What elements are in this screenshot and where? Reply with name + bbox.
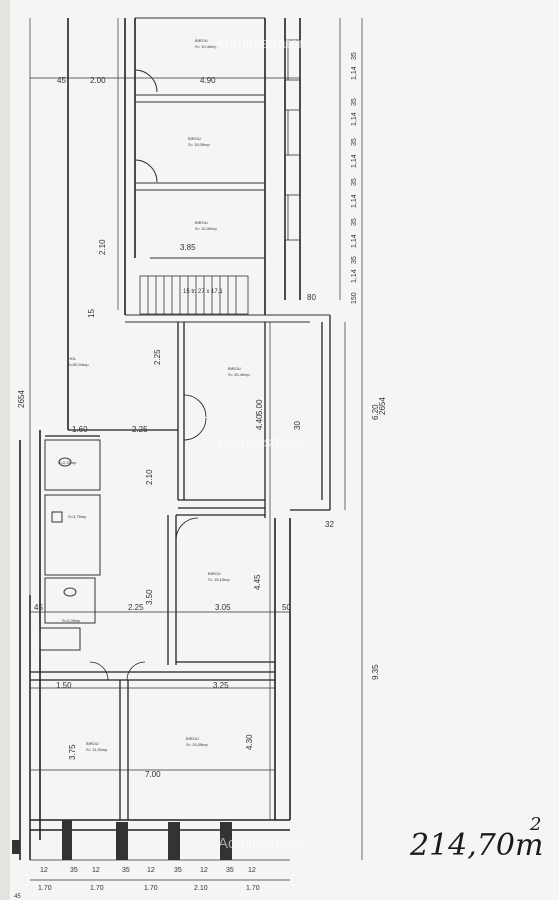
room-dim-label: 45 <box>34 603 43 612</box>
right-dim-label: 35 <box>351 218 358 226</box>
room-dim-label: 2.25 <box>128 603 144 612</box>
bottom-dim-row1: 12 <box>200 867 208 874</box>
watermark-middle: Administrator <box>218 434 306 451</box>
room-label-wc3: S=2,06mp <box>62 618 81 623</box>
right-dim-label: 1,14 <box>351 154 358 168</box>
bottom-dim-row2: 1.70 <box>38 885 52 892</box>
staircase <box>139 275 249 315</box>
bottom-dim-row1: 12 <box>40 867 48 874</box>
right-dim-label: 35 <box>351 98 358 106</box>
room-dim-label: 15 <box>87 309 96 318</box>
right-dim-label: 1,14 <box>351 234 358 248</box>
room-dim-label: 30 <box>293 421 302 430</box>
room-dim-label: 32 <box>325 520 334 529</box>
right-dim-label: 35 <box>351 138 358 146</box>
room-dim-label: 3.50 <box>145 589 154 605</box>
bottom-dim-row2: 1.70 <box>246 885 260 892</box>
watermark-bottom: Administrator <box>218 835 306 852</box>
bottom-dim-row2: 1.70 <box>90 885 104 892</box>
top-dim-w2: 4.90 <box>200 76 216 85</box>
right-dim-label: 35 <box>351 256 358 264</box>
bathrooms <box>39 439 101 651</box>
bottom-dim-row1: 12 <box>147 867 155 874</box>
right-column-dims: 35 1,14 35 1,14 35 1,14 35 1,14 35 1,14 35 1,14 150 <box>351 52 358 304</box>
bottom-dims: 12 35 12 35 12 35 12 35 12 1.70 1.70 1.70 2.10 1.70 <box>38 867 260 892</box>
upper-rooms <box>125 17 330 323</box>
room-dim-label: 7.00 <box>145 770 161 779</box>
bottom-dim-row1: 35 <box>70 867 78 874</box>
bottom-dim-row1: 35 <box>122 867 130 874</box>
right-dim-label: 150 <box>351 292 358 304</box>
total-area-text: 214,70m <box>409 828 543 863</box>
room-dim-label: 2.10 <box>98 239 107 255</box>
bottom-dim-row1: 12 <box>92 867 100 874</box>
room-dim-label: 80 <box>307 293 316 302</box>
room-dim-label: 2.25 <box>153 349 162 365</box>
overall-dim-left: 2654 <box>17 390 26 408</box>
room-dim-label: 1.60 <box>72 425 88 434</box>
room-dim-label: 6.20 <box>371 404 380 420</box>
right-dim-label: 1,14 <box>351 112 358 126</box>
room-dim-label: 3.05 <box>215 603 231 612</box>
stair-label: 15 tr. 27 x 17,1 <box>183 289 223 295</box>
bottom-dim-row2: 1.70 <box>144 885 158 892</box>
right-dim-label: 35 <box>351 178 358 186</box>
room-dim-label: 9.35 <box>371 664 380 680</box>
room-label-wc1: S=2,31mp <box>58 460 77 465</box>
room-dim-label: 5.00 <box>255 399 264 415</box>
room-dim-label: 4.45 <box>253 574 262 590</box>
room-label-wc2: S=3,75mp <box>68 514 87 519</box>
right-dim-label: 1,14 <box>351 66 358 80</box>
top-dim-edge: 45 <box>57 76 66 85</box>
room-dim-label: 50 <box>282 603 291 612</box>
right-dim-label: 1,14 <box>351 194 358 208</box>
lower-rooms <box>30 514 275 820</box>
dimension-lines <box>29 18 363 881</box>
room-dim-label: 3.85 <box>180 243 196 252</box>
bottom-windows <box>12 820 232 860</box>
bottom-dim-row1: 12 <box>248 867 256 874</box>
bottom-dim-row1: 35 <box>226 867 234 874</box>
bottom-dim-row1: 35 <box>174 867 182 874</box>
room-dim-label: 4.30 <box>245 734 254 750</box>
top-dim-w1: 2.00 <box>90 76 106 85</box>
right-dim-label: 1,14 <box>351 269 358 283</box>
room-dim-label: 3.75 <box>68 744 77 760</box>
room-dim-label: 1.50 <box>56 681 72 690</box>
total-area-sup: 2 <box>529 814 541 835</box>
watermark-top: Administrator <box>215 35 303 52</box>
bottom-dim-edge: 45 <box>14 894 21 900</box>
room-dim-label: 2.25 <box>132 425 148 434</box>
room-dim-label: 2.10 <box>145 469 154 485</box>
room-dim-label: 4.40 <box>255 414 264 430</box>
total-area-value: 214,70m <box>409 828 543 863</box>
middle-rooms <box>45 315 331 518</box>
right-windows <box>284 39 301 241</box>
bottom-dim-row2: 2.10 <box>194 885 208 892</box>
overall-dim-right: 2654 <box>378 397 387 415</box>
right-dim-label: 35 <box>351 52 358 60</box>
room-dim-label: 3.25 <box>213 681 229 690</box>
paper-shadow <box>0 0 10 900</box>
